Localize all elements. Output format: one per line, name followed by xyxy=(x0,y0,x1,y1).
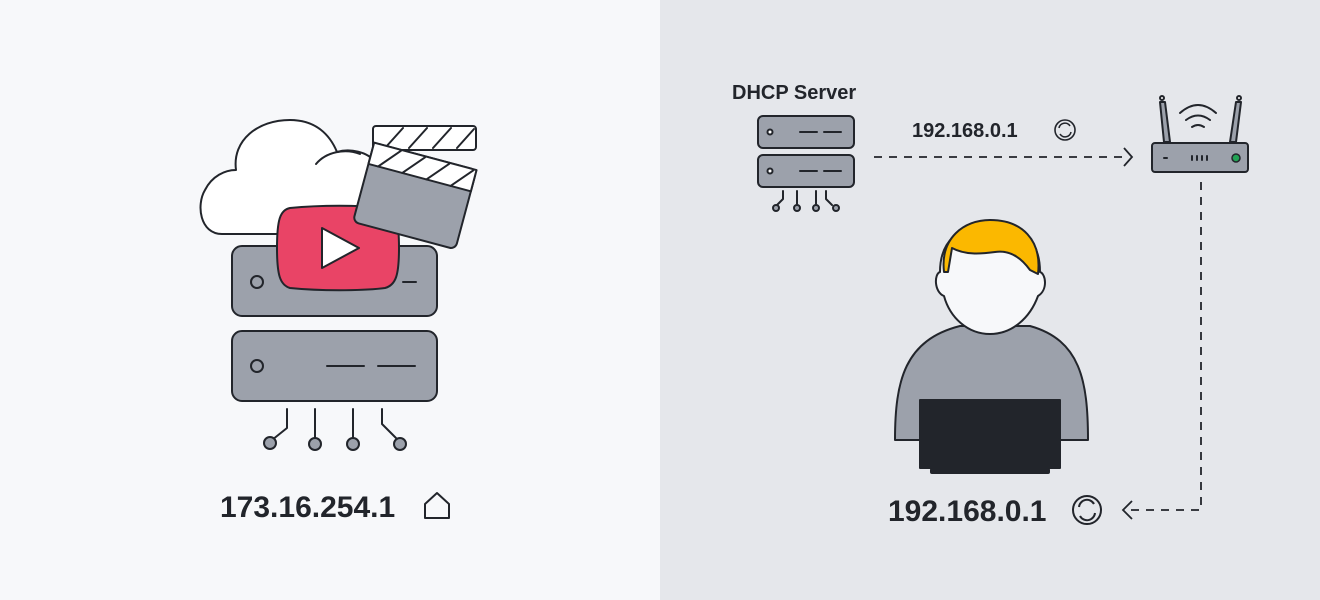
refresh-icon xyxy=(1072,495,1102,525)
clapperboard-icon xyxy=(353,125,478,249)
user-with-laptop-icon xyxy=(894,219,1089,474)
home-icon xyxy=(424,492,450,519)
router-icon xyxy=(1151,95,1249,173)
origin-ip-label: 173.16.254.1 xyxy=(220,491,395,524)
server-icon xyxy=(757,115,855,212)
dhcp-server-title: DHCP Server xyxy=(732,82,856,104)
refresh-icon xyxy=(1054,119,1076,141)
dashed-arrow-server-to-router xyxy=(874,147,1134,167)
dashed-arrow-router-to-client xyxy=(1121,182,1202,520)
assigned-ip-label: 192.168.0.1 xyxy=(912,120,1018,142)
client-ip-label: 192.168.0.1 xyxy=(888,495,1046,528)
